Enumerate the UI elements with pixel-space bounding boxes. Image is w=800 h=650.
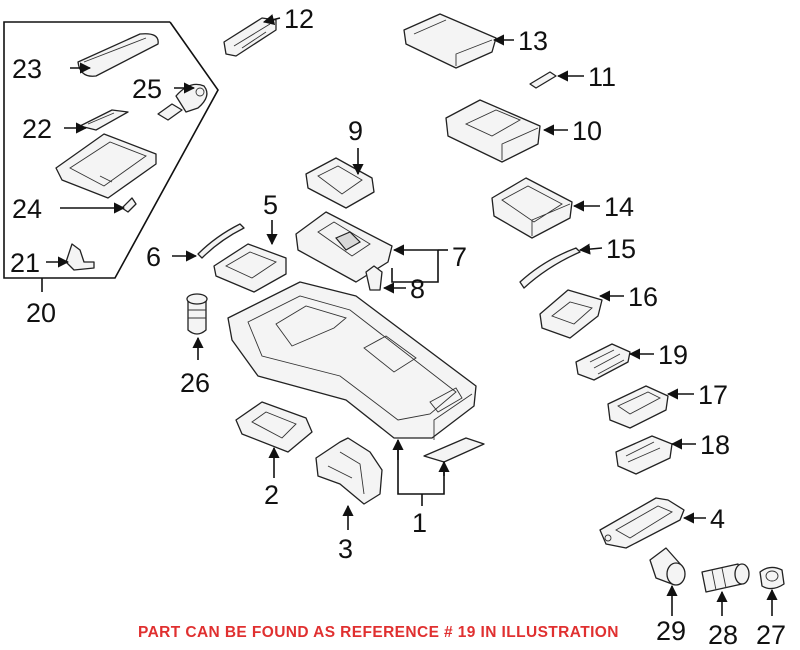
callout-8: 8 [410, 274, 425, 304]
part-9-shifter-bezel [305, 157, 375, 209]
part-22-trim-plate [79, 109, 129, 131]
part-29-socket [649, 547, 686, 586]
leader-lines [46, 14, 778, 616]
callout-13: 13 [518, 26, 548, 56]
part-5-end-cap [213, 243, 287, 293]
part-1-small-trim [423, 437, 485, 463]
callout-22: 22 [22, 114, 52, 144]
callout-14: 14 [604, 192, 634, 222]
callout-18: 18 [700, 430, 730, 460]
callout-29: 29 [656, 616, 686, 646]
callout-7: 7 [452, 242, 467, 272]
part-27-cap [759, 566, 785, 590]
callout-28: 28 [708, 620, 738, 650]
part-15-strip [519, 247, 581, 289]
part-7-shift-trim [295, 211, 393, 283]
part-16-pocket [539, 289, 603, 339]
part-26-cylinder [186, 293, 208, 335]
callout-1: 1 [412, 508, 427, 538]
callout-4: 4 [710, 504, 725, 534]
part-12-bracket [223, 17, 277, 57]
callout-26: 26 [180, 368, 210, 398]
callout-25: 25 [132, 74, 162, 104]
callout-12: 12 [284, 4, 314, 34]
part-23-armrest-lid [77, 33, 159, 77]
reference-note: PART CAN BE FOUND AS REFERENCE # 19 IN I… [138, 624, 619, 641]
callout-11: 11 [588, 62, 616, 92]
part-13-tray [403, 13, 497, 69]
part-2-bracket [235, 401, 313, 453]
part-11-small-trim [529, 71, 557, 89]
callout-5: 5 [263, 190, 278, 220]
part-8-clip [365, 265, 383, 291]
part-25-latch [157, 83, 208, 121]
part-3-support [315, 437, 383, 505]
part-1-center-console [227, 281, 477, 440]
callout-24: 24 [12, 194, 42, 224]
callout-16: 16 [628, 282, 658, 312]
callout-10: 10 [572, 116, 602, 146]
part-24-clip [121, 197, 137, 213]
item-20-group-box [3, 21, 219, 292]
callout-3: 3 [338, 534, 353, 564]
part-28-lighter [701, 563, 750, 593]
part-18-insert [615, 435, 673, 475]
part-17-ashtray [607, 385, 669, 429]
part-6-trim-strip [197, 223, 245, 259]
callout-2: 2 [264, 480, 279, 510]
callout-9: 9 [348, 116, 363, 146]
part-armrest-base [55, 133, 157, 199]
part-4-rail [599, 497, 685, 549]
part-19-vent [575, 343, 631, 381]
callout-19: 19 [658, 340, 688, 370]
part-10-housing [445, 99, 541, 163]
callout-23: 23 [12, 54, 42, 84]
callout-27: 27 [756, 620, 786, 650]
part-21-bracket [65, 243, 95, 271]
callout-20: 20 [26, 298, 56, 328]
callout-17: 17 [698, 380, 728, 410]
callout-15: 15 [606, 234, 636, 264]
callout-6: 6 [146, 242, 161, 272]
part-14-bin [491, 177, 573, 239]
callout-21: 21 [10, 248, 40, 278]
